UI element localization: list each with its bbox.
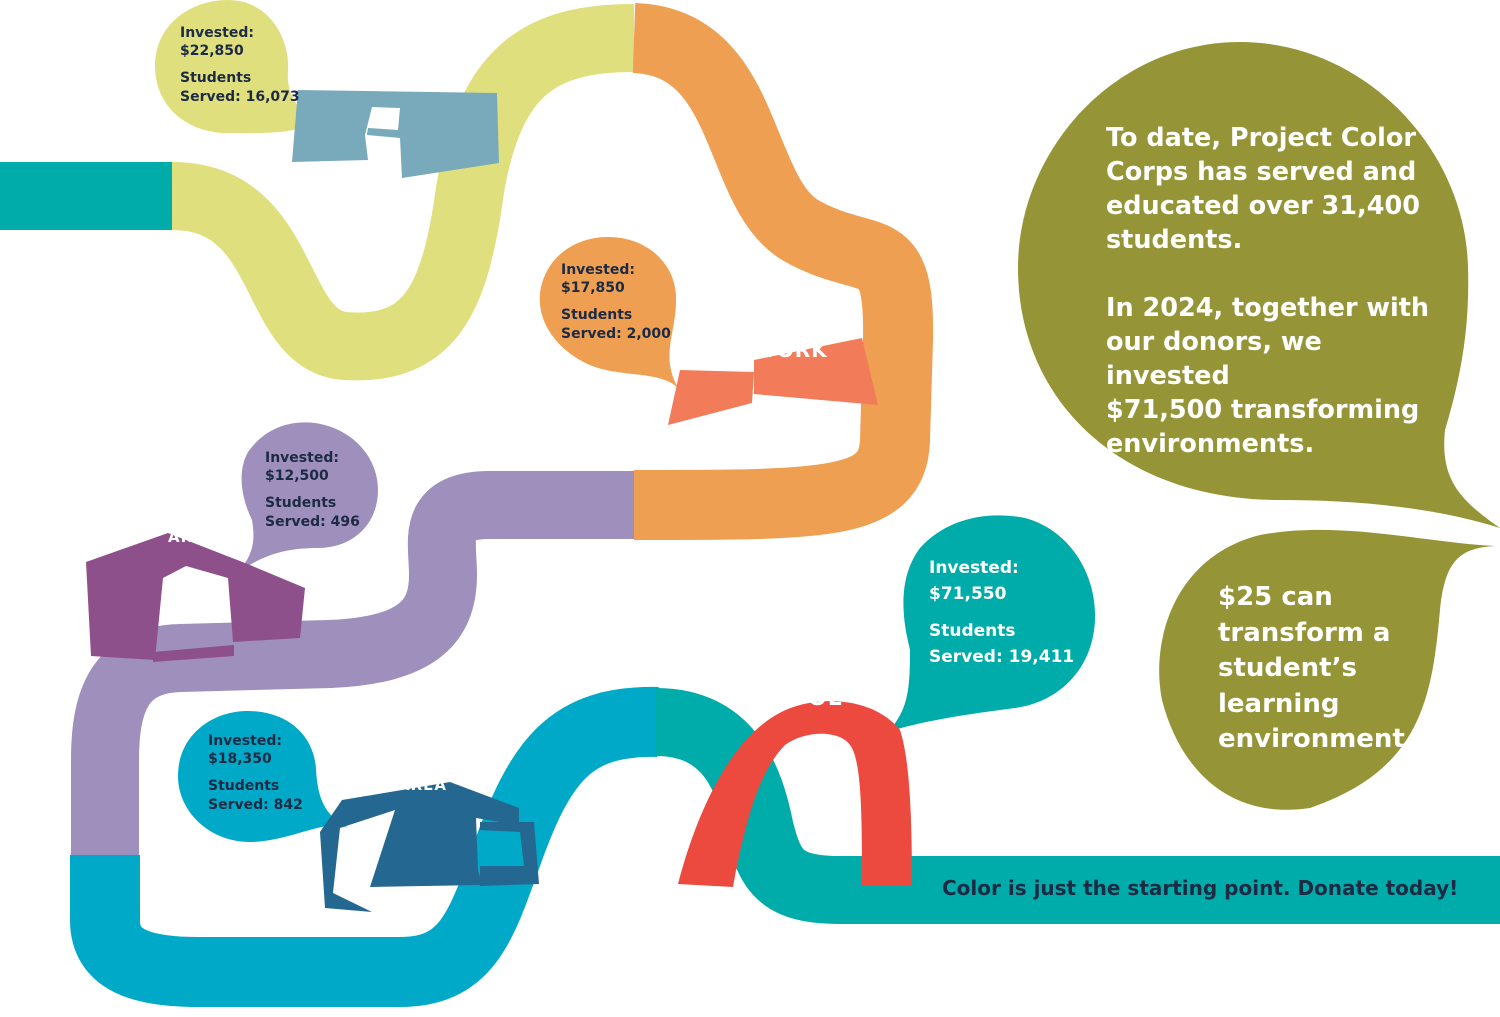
stat-line: environments. (1106, 429, 1315, 459)
building-coral (668, 338, 878, 425)
path-segment-cyan (70, 686, 659, 1007)
stat-line: To date, Project Color (1106, 123, 1416, 153)
tip-line: student’s (1218, 653, 1357, 683)
path-segment-teal-end (654, 688, 1500, 924)
bubble-teal (888, 515, 1096, 732)
students-served: Served: 496 (265, 513, 360, 530)
stat-callout: To date, Project Color Corps has served … (1106, 121, 1446, 461)
invested-label: Invested: (265, 450, 339, 466)
stat-line: educated over 31,400 (1106, 189, 1446, 223)
students-label: Students (180, 70, 252, 87)
tip-text: can (1272, 582, 1333, 612)
students-label: Students (929, 621, 1016, 641)
invested-label: Invested: (929, 558, 1019, 578)
tip-line: $25 can (1218, 580, 1428, 616)
bubble-yellow (155, 0, 315, 134)
bubble-text-new-york: Invested: $17,850 Students Served: 2,000 (561, 261, 671, 343)
stat-highlight: $71,500 (1106, 395, 1223, 425)
building-steel (292, 90, 499, 178)
stat-highlight: students (1106, 225, 1233, 255)
students-label: Students (561, 307, 633, 324)
path-segment-yellow (170, 4, 635, 381)
invested-amount: $18,350 (208, 751, 272, 768)
city-label-new-york: YORK (762, 338, 828, 362)
tip-line: learning (1218, 688, 1340, 719)
tip-highlight: $25 (1218, 582, 1273, 612)
students-label: Students (265, 495, 337, 512)
city-label-portland: PORTLAND (298, 72, 428, 94)
building-navy (320, 782, 539, 912)
stat-text: educated over (1106, 191, 1322, 221)
students-served: Served: 2,000 (561, 325, 671, 342)
stat-line: In 2024, together with (1106, 293, 1430, 323)
building-red (678, 701, 912, 887)
bubble-cyan (178, 711, 348, 842)
invested-amount: $71,550 (929, 583, 1007, 604)
bubble-text-portland: Invested: $22,850 Students Served: 16,07… (180, 24, 300, 106)
city-label-red: OE (808, 686, 844, 708)
bubble-orange (539, 237, 678, 388)
tip-line: transform a (1218, 617, 1391, 648)
invested-label: Invested: (208, 733, 282, 749)
building-purple (86, 533, 305, 662)
stat-highlight: 31,400 (1321, 191, 1420, 221)
stat-line: students. (1106, 223, 1446, 257)
stat-text: . (1232, 225, 1243, 255)
invested-amount: $22,850 (180, 43, 244, 60)
city-label-area-purple: AREA (168, 528, 218, 546)
stat-text: transforming (1222, 395, 1420, 425)
path-segment-orange (630, 3, 934, 540)
bubble-text-red: Invested: $71,550 Students Served: 19,41… (929, 556, 1074, 670)
bubble-text-area-navy: Invested: $18,350 Students Served: 842 (208, 732, 303, 814)
path-segment-lavender (71, 471, 634, 858)
students-label: Students (208, 778, 280, 795)
invested-label: Invested: (180, 25, 254, 41)
invested-amount: $12,500 (265, 468, 329, 485)
students-served: Served: 19,411 (929, 646, 1075, 667)
bubble-text-area-purple: Invested: $12,500 Students Served: 496 (265, 449, 360, 531)
stat-line: Corps has served and (1106, 157, 1417, 187)
invested-amount: $17,850 (561, 280, 625, 297)
stat-bubble-shape (1018, 42, 1500, 528)
bubble-lavender (236, 422, 378, 574)
city-label-area-navy: AREA (398, 776, 448, 794)
students-served: Served: 16,073 (180, 88, 300, 105)
tip-line: environment (1218, 724, 1405, 754)
donate-call-to-action[interactable]: Color is just the starting point. Donate… (942, 876, 1459, 900)
tip-callout: $25 can transform a student’s learning e… (1218, 580, 1428, 758)
stat-line: $71,500 transforming (1106, 393, 1446, 427)
tip-bubble-shape (1159, 529, 1495, 810)
students-served: Served: 842 (208, 796, 303, 813)
invested-label: Invested: (561, 262, 635, 278)
stat-line: our donors, we invested (1106, 327, 1322, 391)
